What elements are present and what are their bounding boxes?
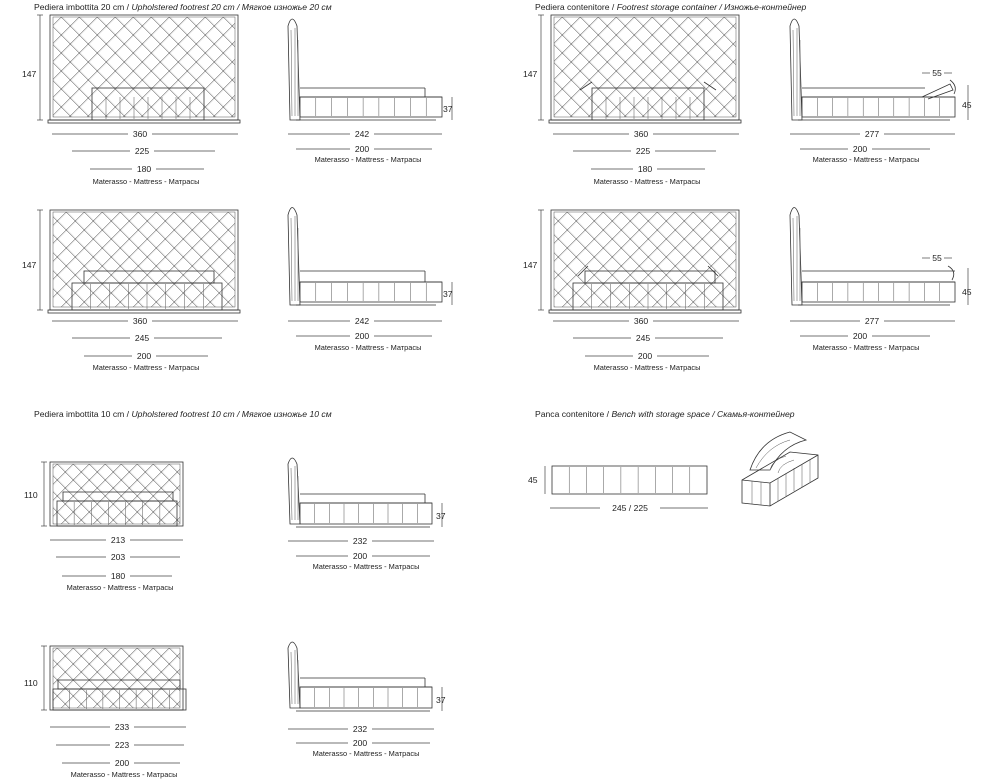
front-view-drawing	[49, 461, 184, 527]
height-dimension: 110	[24, 678, 38, 688]
height-dimension: 110	[24, 490, 38, 500]
side-view-drawing	[287, 207, 443, 306]
mattress-caption: Materasso - Mattress - Матрасы	[315, 343, 422, 352]
overall-length-dimension: 232	[353, 536, 368, 546]
overall-width-dimension: 213	[111, 535, 126, 545]
mattress-width-dimension: 180	[111, 571, 126, 581]
inner-width-dimension: 225	[636, 146, 651, 156]
mattress-caption: Materasso - Mattress - Матрасы	[594, 363, 701, 372]
mattress-length-dimension: 200	[355, 331, 370, 341]
mattress-caption: Materasso - Mattress - Матрасы	[315, 155, 422, 164]
front-view-drawing	[548, 14, 742, 124]
front-view-drawing	[548, 209, 742, 314]
mattress-caption: Materasso - Mattress - Матрасы	[67, 583, 174, 592]
overall-width-dimension: 360	[133, 129, 148, 139]
section-header-upholstered-footrest-10: Pediera imbottita 10 cm / Upholstered fo…	[34, 409, 332, 419]
inner-width-dimension: 245	[135, 333, 150, 343]
mattress-length-dimension: 200	[353, 738, 368, 748]
inner-width-dimension: 203	[111, 552, 126, 562]
opening-dimension: 55	[932, 253, 942, 263]
section-header-bench-storage: Panca contenitore / Bench with storage s…	[535, 409, 795, 419]
section-header-upholstered-footrest-20: Pediera imbottita 20 cm / Upholstered fo…	[34, 2, 332, 12]
height-dimension: 37	[436, 695, 446, 705]
mattress-caption: Materasso - Mattress - Матрасы	[93, 177, 200, 186]
height-dimension: 147	[523, 260, 538, 270]
inner-width-dimension: 225	[135, 146, 150, 156]
height-dimension: 37	[443, 104, 453, 114]
bench-front-drawing	[551, 465, 708, 495]
mattress-caption: Materasso - Mattress - Матрасы	[71, 770, 178, 779]
side-view-drawing	[287, 457, 433, 528]
mattress-caption: Materasso - Mattress - Матрасы	[813, 155, 920, 164]
mattress-caption: Materasso - Mattress - Матрасы	[813, 343, 920, 352]
side-view-drawing	[789, 207, 956, 306]
mattress-length-dimension: 200	[355, 144, 370, 154]
mattress-width-dimension: 200	[638, 351, 653, 361]
mattress-caption: Materasso - Mattress - Матрасы	[93, 363, 200, 372]
height-dimension: 45	[962, 100, 972, 110]
side-view-drawing	[287, 641, 433, 712]
front-view-drawing	[49, 645, 187, 711]
overall-length-dimension: 232	[353, 724, 368, 734]
front-view-drawing	[47, 209, 241, 314]
mattress-width-dimension: 180	[137, 164, 152, 174]
overall-length-dimension: 242	[355, 129, 370, 139]
overall-length-dimension: 277	[865, 316, 880, 326]
height-dimension: 147	[22, 260, 37, 270]
side-view-drawing	[287, 18, 443, 121]
height-dimension: 147	[22, 69, 37, 79]
mattress-width-dimension: 200	[115, 758, 130, 768]
bench-width-dimension: 245 / 225	[612, 503, 648, 513]
height-dimension: 37	[436, 511, 446, 521]
mattress-caption: Materasso - Mattress - Матрасы	[313, 562, 420, 571]
height-dimension: 37	[443, 289, 453, 299]
overall-width-dimension: 360	[634, 316, 649, 326]
inner-width-dimension: 245	[636, 333, 651, 343]
overall-width-dimension: 233	[115, 722, 130, 732]
inner-width-dimension: 223	[115, 740, 130, 750]
mattress-width-dimension: 200	[137, 351, 152, 361]
overall-width-dimension: 360	[634, 129, 649, 139]
mattress-caption: Materasso - Mattress - Матрасы	[594, 177, 701, 186]
bench-height-dimension: 45	[528, 475, 538, 485]
section-header-footrest-storage: Pediera contenitore / Footrest storage c…	[535, 2, 807, 12]
opening-dimension: 55	[932, 68, 942, 78]
mattress-length-dimension: 200	[853, 331, 868, 341]
mattress-caption: Materasso - Mattress - Матрасы	[313, 749, 420, 758]
height-dimension: 147	[523, 69, 538, 79]
mattress-width-dimension: 180	[638, 164, 653, 174]
mattress-length-dimension: 200	[853, 144, 868, 154]
overall-width-dimension: 360	[133, 316, 148, 326]
mattress-length-dimension: 200	[353, 551, 368, 561]
overall-length-dimension: 277	[865, 129, 880, 139]
height-dimension: 45	[962, 287, 972, 297]
side-view-drawing	[789, 18, 956, 121]
bench-perspective-drawing	[741, 431, 819, 507]
front-view-drawing	[47, 14, 241, 124]
overall-length-dimension: 242	[355, 316, 370, 326]
